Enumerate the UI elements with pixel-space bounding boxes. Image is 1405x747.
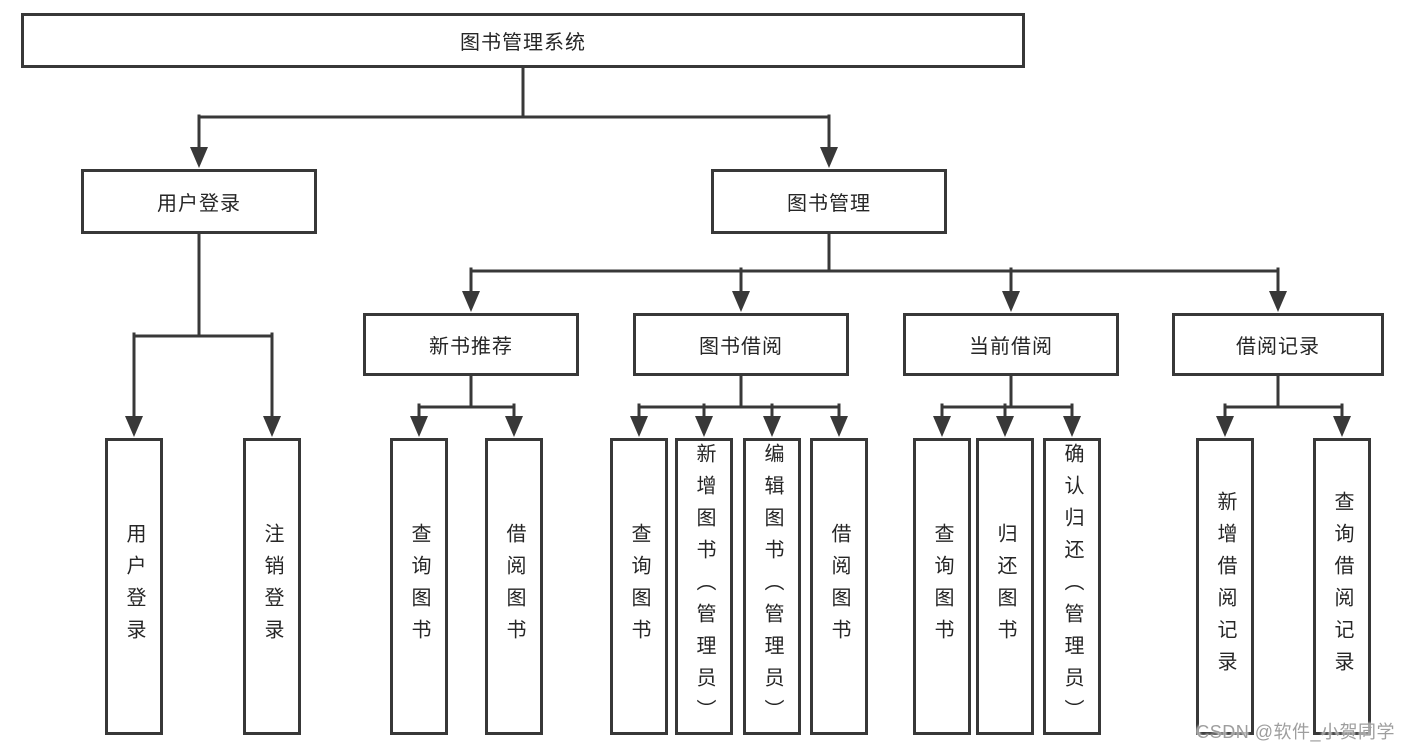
leaf-query-books-borrowing: 查询图书 (610, 438, 668, 735)
leaf-label: 查询图书 (408, 522, 430, 651)
leaf-label: 新增图书（管理员） (693, 442, 715, 731)
node-label: 图书管理 (787, 193, 871, 215)
leaf-label: 用户登录 (123, 522, 145, 651)
leaf-label: 确认归还（管理员） (1061, 442, 1083, 731)
leaf-label: 借阅图书 (828, 522, 850, 651)
leaf-query-books-recommend: 查询图书 (390, 438, 448, 735)
node-label: 借阅记录 (1236, 336, 1320, 358)
node-new-book-recommendation: 新书推荐 (363, 313, 579, 376)
node-library-management-system: 图书管理系统 (21, 13, 1025, 68)
leaf-label: 新增借阅记录 (1214, 490, 1236, 683)
leaf-label: 查询借阅记录 (1331, 490, 1353, 683)
leaf-edit-book-admin: 编辑图书（管理员） (743, 438, 801, 735)
leaf-return-books: 归还图书 (976, 438, 1034, 735)
leaf-borrow-books: 借阅图书 (810, 438, 868, 735)
leaf-label: 查询图书 (628, 522, 650, 651)
node-label: 用户登录 (157, 193, 241, 215)
leaf-confirm-return-admin: 确认归还（管理员） (1043, 438, 1101, 735)
node-book-management: 图书管理 (711, 169, 947, 234)
leaf-label: 编辑图书（管理员） (761, 442, 783, 731)
node-label: 新书推荐 (429, 336, 513, 358)
leaf-label: 借阅图书 (503, 522, 525, 651)
node-label: 当前借阅 (969, 336, 1053, 358)
leaf-borrow-books-recommend: 借阅图书 (485, 438, 543, 735)
node-borrowing-records: 借阅记录 (1172, 313, 1384, 376)
leaf-add-book-admin: 新增图书（管理员） (675, 438, 733, 735)
leaf-add-borrow-record: 新增借阅记录 (1196, 438, 1254, 735)
leaf-user-login: 用户登录 (105, 438, 163, 735)
node-label: 图书管理系统 (460, 32, 586, 54)
node-current-borrowing: 当前借阅 (903, 313, 1119, 376)
leaf-query-borrow-record: 查询借阅记录 (1313, 438, 1371, 735)
node-user-login: 用户登录 (81, 169, 317, 234)
leaf-label: 归还图书 (994, 522, 1016, 651)
leaf-label: 注销登录 (261, 522, 283, 651)
leaf-logout: 注销登录 (243, 438, 301, 735)
node-label: 图书借阅 (699, 336, 783, 358)
node-book-borrowing: 图书借阅 (633, 313, 849, 376)
leaf-label: 查询图书 (931, 522, 953, 651)
leaf-query-books-current: 查询图书 (913, 438, 971, 735)
watermark-text: CSDN @软件_小贺同学 (1196, 722, 1395, 742)
